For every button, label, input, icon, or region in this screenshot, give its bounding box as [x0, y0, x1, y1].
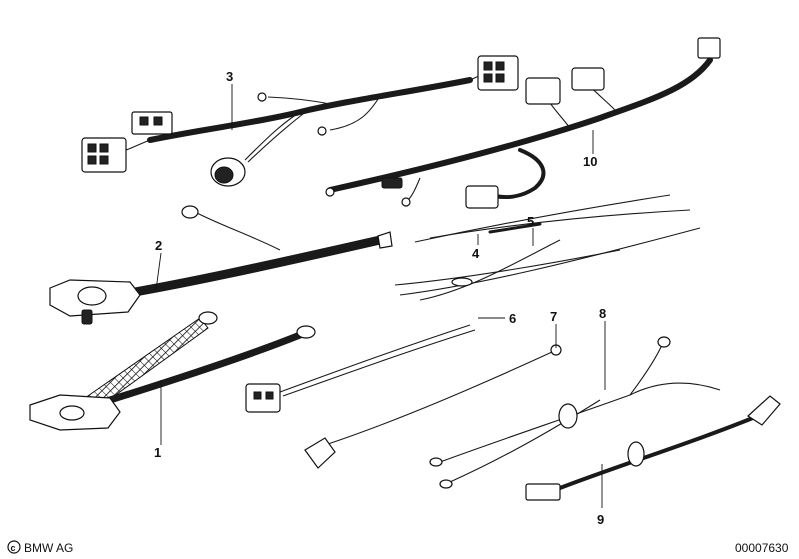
- harness-3: [81, 55, 519, 187]
- callout-2: 2: [155, 238, 162, 253]
- callout-7: 7: [550, 309, 557, 324]
- harness-10: [325, 37, 721, 209]
- cable-9: [525, 395, 781, 501]
- lead-7: [304, 344, 562, 469]
- footer-brand: BMW AG: [24, 541, 73, 555]
- ground-strap-1: [29, 311, 316, 431]
- callout-4: 4: [472, 246, 480, 261]
- callout-8: 8: [599, 306, 606, 321]
- lead-6: [245, 324, 476, 413]
- callout-1: 1: [154, 445, 161, 460]
- callout-10: 10: [583, 154, 597, 169]
- svg-text:c: c: [11, 543, 16, 553]
- copyright-mark: c: [7, 540, 21, 554]
- callout-leaders: [155, 84, 606, 508]
- leads-4-5: [394, 194, 701, 301]
- callout-5: 5: [527, 214, 534, 229]
- footer-code: 00007630: [735, 541, 789, 555]
- callout-3: 3: [226, 69, 233, 84]
- callout-9: 9: [597, 512, 604, 527]
- callout-6: 6: [509, 311, 516, 326]
- battery-cable-2: [49, 205, 393, 325]
- lead-8: [429, 336, 721, 489]
